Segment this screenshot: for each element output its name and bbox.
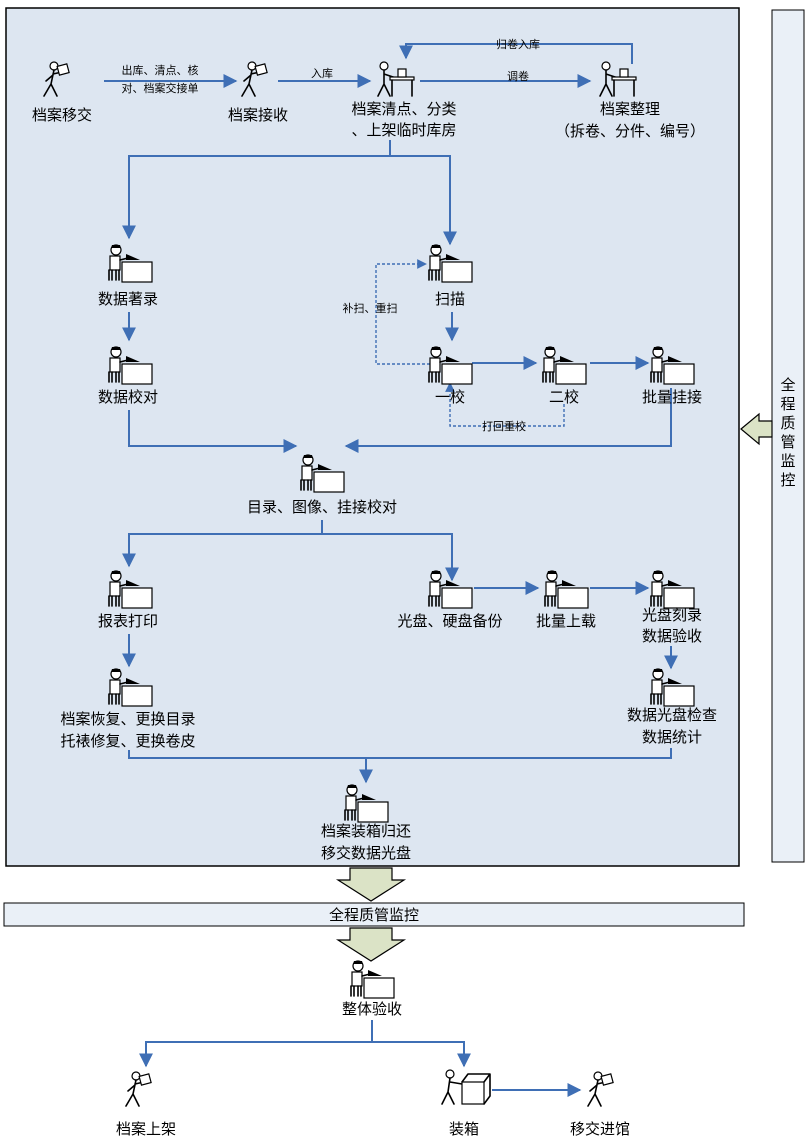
node-clean-line2: 、上架临时库房 xyxy=(351,121,456,139)
edge-label-out-line2: 对、档案交接单 xyxy=(122,81,199,95)
node-burn-line1: 光盘刻录 xyxy=(642,606,702,624)
edge-label-transfer-vol: 调卷 xyxy=(507,69,529,83)
qc-side-label: 全 程 质 管 监 控 xyxy=(780,376,795,489)
person-carrying-icon xyxy=(587,1071,614,1107)
svg-text:监: 监 xyxy=(780,452,795,470)
node-organize-line2: （拆卷、分件、编号） xyxy=(555,122,705,140)
node-batch-link: 批量挂接 xyxy=(642,388,702,406)
qc-side-arrow xyxy=(740,412,773,446)
node-pack: 装箱 xyxy=(449,1120,479,1138)
node-check2: 二校 xyxy=(549,388,579,406)
node-verify: 目录、图像、挂接校对 xyxy=(247,498,397,516)
connectors xyxy=(104,43,678,1097)
node-restore-line2: 托裱修复、更换卷皮 xyxy=(60,732,195,750)
node-restore-line1: 档案恢复、更换目录 xyxy=(60,710,195,728)
node-disc-check-line2: 数据统计 xyxy=(642,728,702,746)
svg-text:全: 全 xyxy=(780,376,795,394)
edge-label-out-line1: 出库、清点、核 xyxy=(122,63,199,77)
node-data-check: 数据校对 xyxy=(98,388,158,406)
qc-bar xyxy=(3,902,745,927)
person-packing-box-icon xyxy=(441,1069,491,1105)
svg-text:质: 质 xyxy=(780,414,795,432)
node-burn-line2: 数据验收 xyxy=(642,627,702,645)
node-accept: 整体验收 xyxy=(342,1000,402,1018)
node-clean-line1: 档案清点、分类 xyxy=(351,100,456,118)
node-check1: 一校 xyxy=(435,388,465,406)
node-report-print: 报表打印 xyxy=(98,612,158,630)
node-organize-line1: 档案整理 xyxy=(600,100,660,118)
node-receive: 档案接收 xyxy=(228,106,288,124)
node-batch-load: 批量上载 xyxy=(536,612,596,630)
svg-text:管: 管 xyxy=(780,433,795,451)
edge-label-rescan: 补扫、重扫 xyxy=(343,301,398,315)
qc-side-bar xyxy=(771,9,805,863)
person-carrying-icon xyxy=(125,1071,152,1107)
edge-label-in: 入库 xyxy=(311,67,333,80)
node-return-line2: 移交数据光盘 xyxy=(321,844,411,862)
node-deliver: 移交进馆 xyxy=(570,1120,630,1138)
svg-text:程: 程 xyxy=(780,395,795,413)
down-arrow-1 xyxy=(335,867,407,902)
edge-label-recheck: 打回重校 xyxy=(482,419,526,433)
qc-bar-label: 全程质管监控 xyxy=(329,906,419,924)
svg-text:控: 控 xyxy=(780,471,795,489)
node-transfer: 档案移交 xyxy=(32,106,92,124)
node-disc-check-line1: 数据光盘检查 xyxy=(627,706,717,724)
node-return-line1: 档案装箱归还 xyxy=(321,822,411,840)
clerk-computer-icon xyxy=(350,960,395,999)
node-shelve: 档案上架 xyxy=(116,1120,176,1138)
edge-label-return-in: 归卷入库 xyxy=(496,37,540,51)
node-scan: 扫描 xyxy=(435,290,465,308)
down-arrow-2 xyxy=(335,927,407,962)
node-backup: 光盘、硬盘备份 xyxy=(397,612,502,630)
node-catalog: 数据著录 xyxy=(98,290,158,308)
